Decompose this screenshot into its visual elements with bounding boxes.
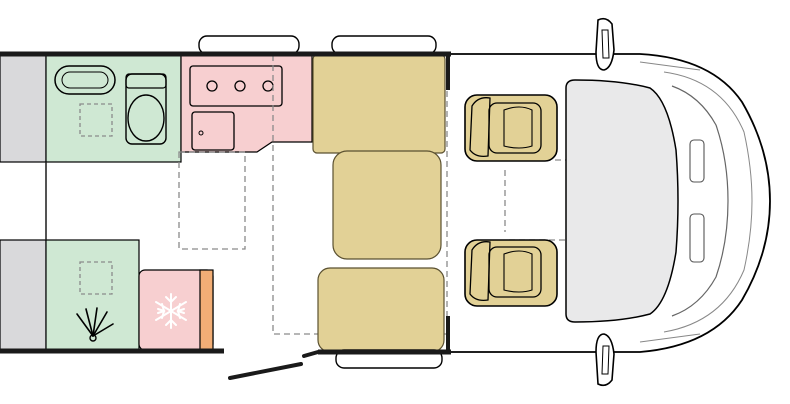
dinette-table	[332, 150, 442, 260]
bonnet-line-bottom	[639, 333, 701, 343]
fridge-door	[199, 269, 214, 351]
living-walls	[0, 51, 451, 355]
driver-seat	[464, 239, 558, 307]
bonnet-line-top	[639, 61, 701, 71]
shower-head-icon	[76, 307, 114, 337]
toilet-bowl	[127, 94, 165, 142]
rear-storage-lower	[0, 239, 47, 351]
windscreen-frame-inner	[663, 71, 753, 333]
shower-drain	[89, 334, 97, 342]
snowflake-icon	[155, 293, 187, 329]
shower-skylight	[79, 261, 113, 295]
dashboard	[565, 79, 679, 323]
dinette-bench-rear	[317, 267, 445, 353]
toilet-tank	[125, 73, 167, 89]
washbasin	[54, 65, 116, 95]
floor-storage-outline	[178, 151, 246, 250]
passenger-seat	[464, 94, 558, 162]
dash-vent-top	[689, 139, 705, 183]
shower-tray	[79, 103, 113, 137]
sink	[191, 111, 235, 151]
hob	[189, 65, 283, 107]
dinette-bench-front	[312, 54, 446, 154]
bathroom-area	[45, 54, 182, 163]
side-window-rear	[198, 35, 300, 55]
hob-burner-2	[234, 80, 246, 92]
hob-burner-1	[206, 80, 218, 92]
mirror-bottom-icon	[595, 333, 615, 387]
entrance-door	[228, 350, 320, 380]
cab-body	[451, 53, 771, 353]
dash-vent-bottom	[689, 213, 705, 263]
washbasin-inner	[61, 71, 109, 89]
kitchen-counter	[180, 54, 313, 153]
mirror-top-icon	[595, 17, 615, 71]
side-window-front	[331, 35, 437, 55]
sink-drain	[198, 130, 204, 136]
rear-storage-upper	[0, 54, 47, 163]
windscreen-frame	[671, 85, 729, 317]
